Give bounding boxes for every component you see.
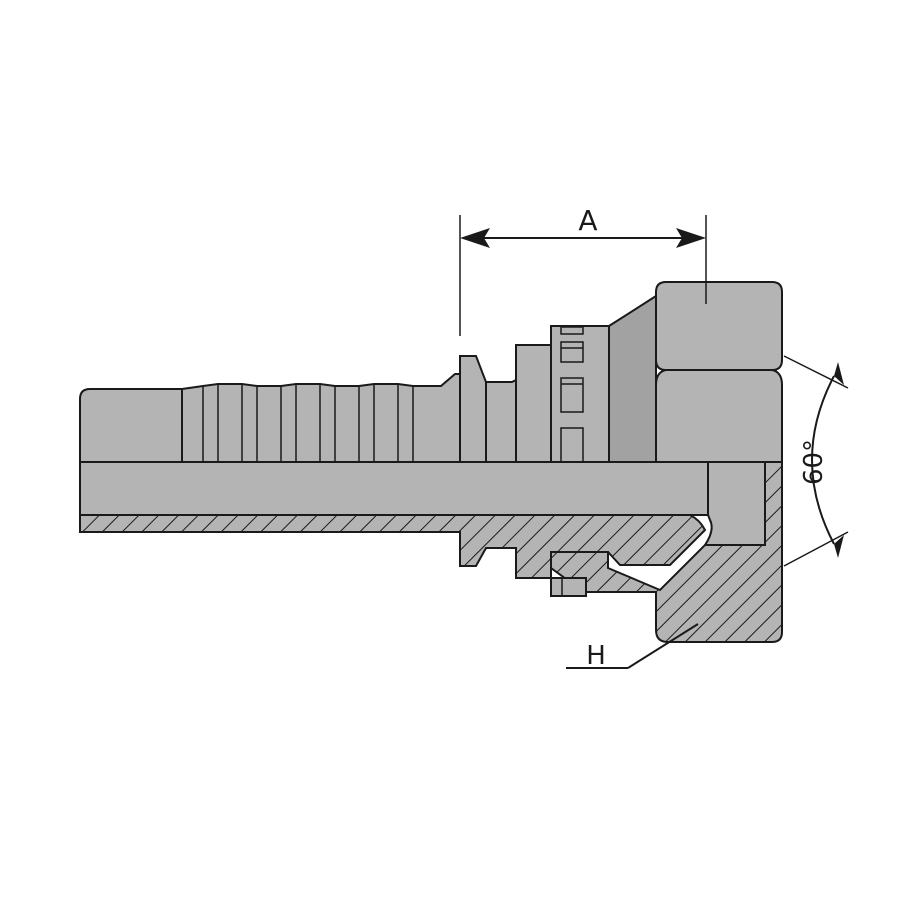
crimp-ring-windows bbox=[560, 326, 584, 463]
angle-label: 60° bbox=[799, 439, 829, 485]
dimension-a: A bbox=[459, 204, 707, 336]
fitting-section bbox=[79, 461, 783, 643]
hose-tail-barbs bbox=[181, 373, 461, 463]
hex-nut-upper-face bbox=[655, 281, 783, 371]
dimension-a-label: A bbox=[578, 204, 597, 237]
hex-leader: H bbox=[566, 623, 699, 671]
bore bbox=[79, 461, 709, 516]
shoulder bbox=[515, 344, 552, 463]
barb-ridges bbox=[202, 384, 414, 462]
retaining-ring bbox=[550, 577, 587, 597]
neck bbox=[485, 378, 517, 463]
nut-taper bbox=[608, 294, 657, 463]
hex-label: H bbox=[586, 641, 606, 671]
crimp-ring bbox=[550, 325, 610, 463]
collar bbox=[459, 355, 487, 463]
stem-section bbox=[79, 514, 707, 579]
nut-section bbox=[550, 461, 783, 643]
hex-nut-lower-face bbox=[655, 369, 783, 463]
nut-cone-seat bbox=[703, 461, 766, 546]
angle-dimension: 60° bbox=[783, 355, 849, 567]
hose-tail-tip bbox=[79, 388, 183, 463]
fitting-exterior bbox=[79, 281, 783, 463]
